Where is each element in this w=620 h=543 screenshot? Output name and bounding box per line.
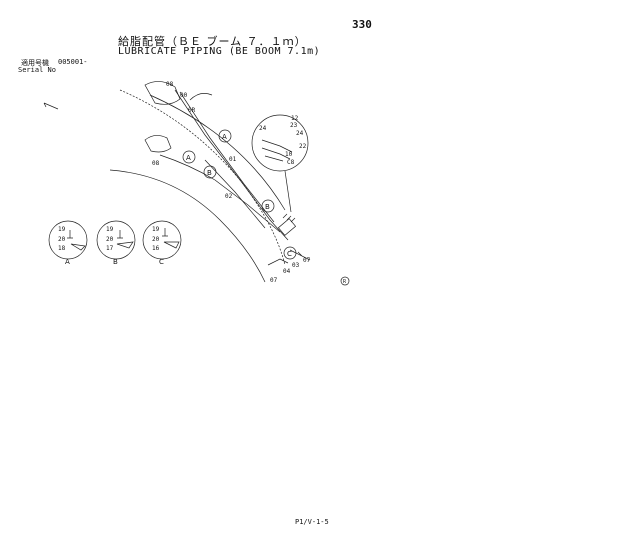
callout-03: 03: [292, 262, 300, 269]
manifold-fittings: [282, 213, 296, 223]
callout-04: 04: [283, 268, 291, 275]
marker-A-1: [218, 129, 232, 143]
marker-A-label-2: A: [186, 154, 191, 162]
callout-0R: 0R: [188, 107, 196, 114]
boom-outline-lower: [109, 169, 266, 283]
detail-C-letter: C: [159, 258, 164, 266]
grease-line-5: [189, 93, 213, 101]
title-japanese: 給脂配管（ＢＥ ブーム ７．１ｍ）: [118, 35, 307, 48]
callout-02: 02: [225, 193, 233, 200]
detail-view-circle: [251, 114, 309, 172]
boom-head-bracket: [144, 81, 181, 105]
serial-value: 005001-: [58, 58, 88, 66]
boom-outline-upper: [119, 89, 286, 266]
marker-B-label-2: B: [265, 203, 270, 211]
detail-circle-C: [142, 220, 182, 260]
callout-01: 01: [229, 156, 237, 163]
callout-08-lower: 08: [152, 160, 160, 167]
marker-A-2: [182, 150, 196, 164]
detail-circle-A: [48, 220, 88, 260]
detail-callout-C8: C8: [287, 159, 295, 166]
grease-line-2: [179, 91, 275, 223]
detail-C-fitting: [162, 228, 180, 249]
grease-line-4: [204, 159, 266, 229]
detail-B-letter: B: [113, 258, 118, 266]
grease-point-lower: [267, 249, 311, 266]
marker-B-2: [261, 199, 275, 213]
boom-mid-bracket: [144, 135, 172, 153]
detail-callout-22: 22: [299, 143, 307, 150]
detail-view-fittings: [261, 139, 293, 162]
title-english: LUBRICATE PIPING (BE BOOM 7.1m): [118, 46, 321, 57]
detail-A-letter: A: [65, 258, 70, 266]
detail-callout-10: 10: [285, 151, 293, 158]
detail-B-20: 20: [106, 236, 114, 243]
marker-C-label: C: [287, 250, 292, 258]
detail-circle-B: [96, 220, 136, 260]
detail-callout-24-right: 24: [296, 130, 304, 137]
detail-C-19: 19: [152, 226, 160, 233]
marker-R-label: R: [343, 279, 347, 285]
detail-A-20: 20: [58, 236, 66, 243]
marker-C-1: [283, 246, 297, 260]
detail-B-fitting: [116, 230, 134, 249]
marker-R: [340, 276, 350, 286]
detail-C-20: 20: [152, 236, 160, 243]
detail-callout-23: 23: [290, 122, 298, 129]
manifold-block: [277, 218, 297, 236]
boom-outline-outer: [149, 94, 286, 211]
footer-page-code: P1/V-1-5: [295, 518, 329, 526]
marker-B-1: [203, 165, 217, 179]
marker-A-label-1: A: [222, 133, 227, 141]
detail-B-19: 19: [106, 226, 114, 233]
detail-B-17: 17: [106, 245, 114, 252]
detail-callout-12: 12: [291, 115, 299, 122]
callout-08: 08: [166, 81, 174, 88]
serial-label-en: Serial No: [18, 66, 56, 74]
detail-C-16: 16: [152, 245, 160, 252]
detail-A-18: 18: [58, 245, 66, 252]
grease-line-3: [159, 154, 281, 233]
callout-07-right: 07: [303, 257, 311, 264]
callout-07-left: 07: [270, 277, 278, 284]
page-number: 330: [352, 18, 372, 31]
detail-leader: [284, 170, 292, 213]
arrow-mark: [43, 102, 59, 110]
callout-00: 00: [180, 92, 188, 99]
grease-line-1: [174, 89, 289, 241]
detail-A-19: 19: [58, 226, 66, 233]
detail-A-fitting: [67, 230, 86, 251]
marker-B-label-1: B: [207, 169, 212, 177]
detail-callout-24-left: 24: [259, 125, 267, 132]
serial-label-jp: 適用号機: [21, 59, 49, 67]
